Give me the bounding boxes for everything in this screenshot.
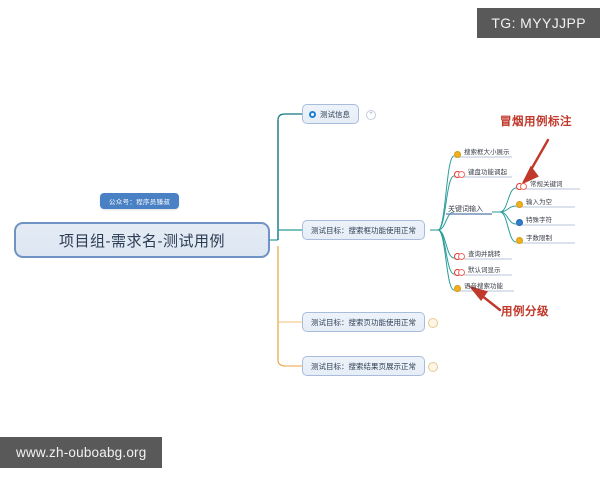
p0-double-circle-icon bbox=[454, 269, 465, 276]
group-node-label: 关键词输入 bbox=[448, 206, 483, 213]
leaf-node-label: 输入为空 bbox=[526, 199, 552, 206]
wechat-account-badge: 公众号：程序员臻叔 bbox=[100, 193, 180, 209]
yellow-dot-icon bbox=[516, 201, 523, 208]
leaf-node[interactable]: 常规关键词 bbox=[516, 178, 565, 190]
group-underline bbox=[446, 213, 492, 215]
branch-node-label: 测试目标：搜索页功能使用正常 bbox=[311, 317, 416, 327]
leaf-node-label: 默认词显示 bbox=[468, 267, 501, 274]
leaf-node[interactable]: 特殊字符 bbox=[516, 214, 554, 226]
root-node-label: 项目组-需求名-测试用例 bbox=[59, 232, 225, 250]
watermark-banner: www.zh-ouboabg.org bbox=[0, 437, 163, 468]
leaf-node[interactable]: 键盘功能调起 bbox=[454, 166, 509, 178]
yellow-dot-icon bbox=[516, 237, 523, 244]
leaf-node-label: 查询并跳转 bbox=[468, 251, 501, 258]
leaf-node-label: 特殊字符 bbox=[526, 217, 552, 224]
expand-collapse-icon[interactable]: + bbox=[366, 110, 376, 120]
annotation-smoke-label: 冒烟用例标注 bbox=[500, 116, 572, 128]
branch-node-search-page[interactable]: 测试目标：搜索页功能使用正常 bbox=[302, 312, 425, 332]
leaf-node-label: 搜索框大小展示 bbox=[464, 149, 510, 156]
leaf-node[interactable]: 查询并跳转 bbox=[454, 248, 503, 260]
yellow-dot-icon bbox=[454, 285, 461, 292]
tg-banner: TG: MYYJJPP bbox=[477, 8, 600, 38]
leaf-node[interactable]: 语音搜索功能 bbox=[454, 280, 505, 292]
p0-double-circle-icon bbox=[516, 183, 527, 190]
leaf-node[interactable]: 默认词显示 bbox=[454, 264, 503, 276]
leaf-node-label: 常规关键词 bbox=[530, 181, 563, 188]
yellow-dot-icon bbox=[454, 151, 461, 158]
expand-collapse-icon[interactable] bbox=[428, 362, 438, 372]
annotation-grade-label: 用例分级 bbox=[501, 306, 549, 318]
leaf-node[interactable]: 搜索框大小展示 bbox=[454, 146, 512, 158]
branch-node-result-page[interactable]: 测试目标：搜索结果页展示正常 bbox=[302, 356, 425, 376]
leaf-node-label: 字数限制 bbox=[526, 235, 552, 242]
leaf-node-label: 语音搜索功能 bbox=[464, 283, 503, 290]
expand-collapse-icon[interactable] bbox=[428, 318, 438, 328]
branch-node-label: 测试信息 bbox=[320, 109, 350, 119]
leaf-node-label: 键盘功能调起 bbox=[468, 169, 507, 176]
ring-blue-icon bbox=[309, 110, 316, 118]
blue-dot-icon bbox=[516, 219, 523, 226]
branch-node-label: 测试目标：搜索框功能使用正常 bbox=[311, 225, 416, 235]
branch-node-search-box[interactable]: 测试目标：搜索框功能使用正常 bbox=[302, 220, 425, 240]
p0-double-circle-icon bbox=[454, 253, 465, 260]
group-node-keyword-input[interactable]: 关键词输入 bbox=[448, 202, 483, 214]
branch-node-test-info[interactable]: 测试信息 bbox=[302, 104, 359, 124]
branch-node-label: 测试目标：搜索结果页展示正常 bbox=[311, 361, 416, 371]
leaf-node[interactable]: 输入为空 bbox=[516, 196, 554, 208]
p0-double-circle-icon bbox=[454, 171, 465, 178]
root-node[interactable]: 项目组-需求名-测试用例 bbox=[14, 222, 270, 258]
leaf-node[interactable]: 字数限制 bbox=[516, 232, 554, 244]
